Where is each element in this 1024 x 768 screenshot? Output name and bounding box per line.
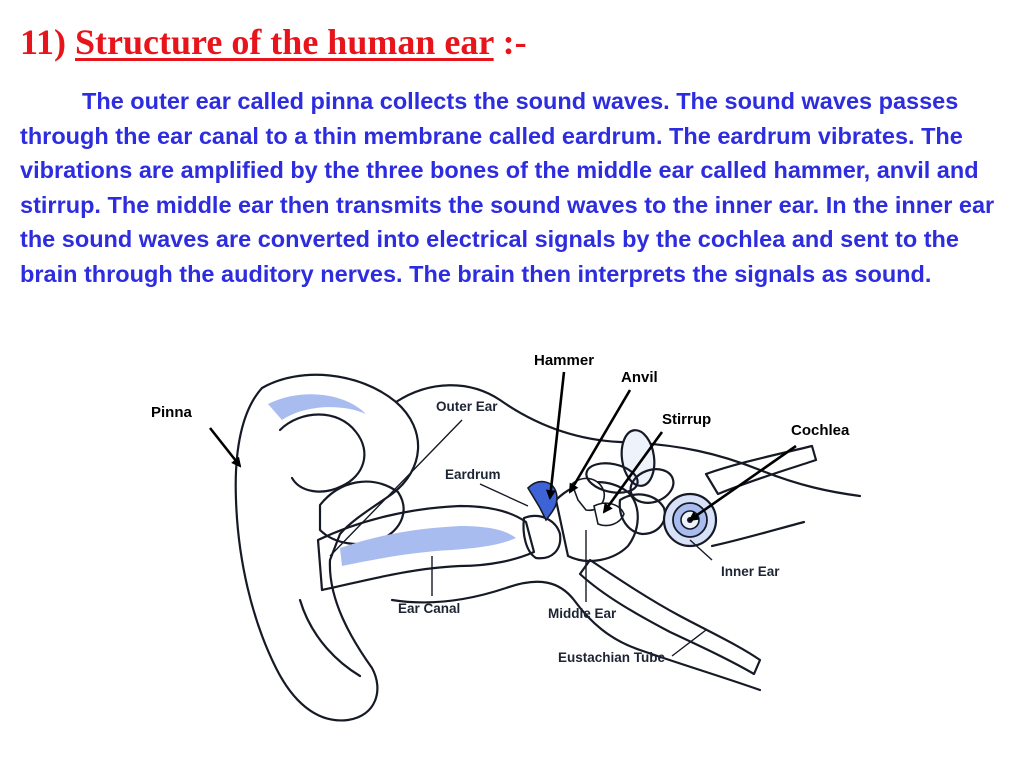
stirrup-arrow <box>602 431 664 514</box>
lobe-curve <box>298 598 362 678</box>
anvil-arrow <box>568 389 632 494</box>
cochlea-arrow <box>688 444 797 522</box>
inner-ear-leader <box>689 539 713 561</box>
vestibule <box>618 493 666 536</box>
slide-title: 11) Structure of the human ear :- <box>20 20 527 64</box>
head-contour <box>394 384 862 498</box>
semicircular-canals <box>585 429 675 504</box>
helix-blue-rim <box>268 394 366 420</box>
slide-title-suffix: :- <box>502 22 527 62</box>
hammer-arrow <box>545 371 566 500</box>
nerve-branch <box>710 520 806 548</box>
eustachian-leader <box>671 629 707 657</box>
eustachian-tube <box>578 558 762 676</box>
middle-ear-label: Middle Ear <box>548 606 617 621</box>
pinna-shape <box>234 373 420 722</box>
slide-number: 11) <box>20 22 67 62</box>
outer-ear-leader <box>329 419 463 557</box>
slide-title-text: Structure of the human ear <box>75 22 494 62</box>
ear-canal-highlight <box>340 526 516 566</box>
pinna-label: Pinna <box>151 404 192 421</box>
hammer-bone <box>526 480 558 522</box>
ear-canal-label: Ear Canal <box>398 601 460 616</box>
outer-ear-label: Outer Ear <box>436 399 498 414</box>
cochlea-label: Cochlea <box>791 422 850 439</box>
ear-canal <box>316 504 536 592</box>
stirrup-label: Stirrup <box>662 411 711 428</box>
hammer-label: Hammer <box>534 352 594 369</box>
inner-ear-label: Inner Ear <box>721 564 780 579</box>
jaw-contour <box>390 580 762 692</box>
body-paragraph: The outer ear called pinna collects the … <box>20 88 995 287</box>
pinna-arrow <box>208 427 242 468</box>
eustachian-tube-label: Eustachian Tube <box>558 650 666 665</box>
pinna-inner-fold <box>278 413 366 493</box>
anvil-label: Anvil <box>621 369 658 386</box>
eardrum-leader <box>479 483 529 507</box>
eardrum-label: Eardrum <box>445 467 501 482</box>
